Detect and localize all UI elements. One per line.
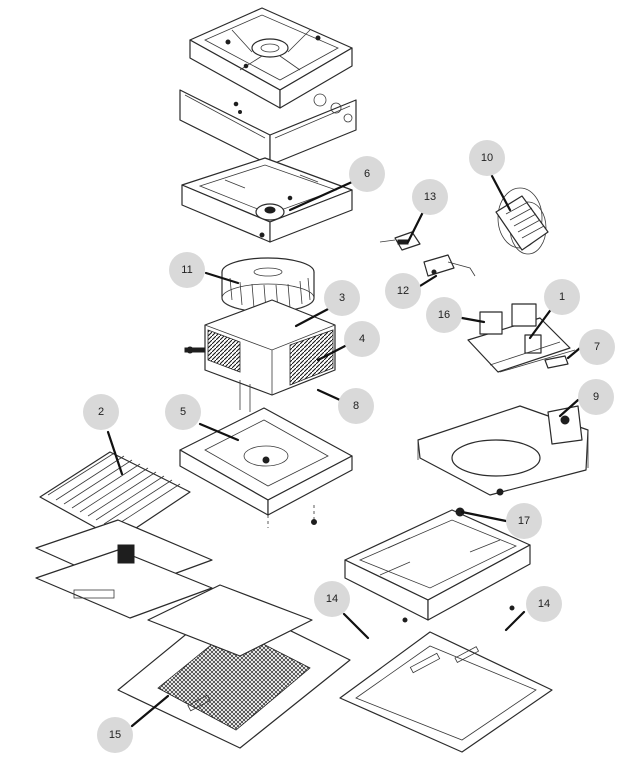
leader-17 [460,510,508,523]
callout-11: 11 [169,252,205,288]
callout-5: 5 [165,394,201,430]
callout-10: 10 [469,140,505,176]
callout-label: 15 [109,729,121,741]
callout-label: 3 [339,292,345,304]
decoration-panel [339,631,553,753]
callout-label: 12 [397,285,409,297]
callout-16: 16 [426,297,462,333]
leader-14b [504,610,526,632]
callout-label: 17 [518,515,530,527]
callout-label: 10 [481,152,493,164]
callout-label: 9 [593,391,599,403]
callout-label: 11 [181,264,192,276]
leader-10 [490,174,512,212]
fan-wheel [221,257,315,313]
callout-3: 3 [324,280,360,316]
motor-housing [181,157,353,243]
callout-label: 6 [364,168,370,180]
callout-label: 5 [180,406,186,418]
leader-13 [406,208,426,244]
callout-1: 1 [544,279,580,315]
callout-label: 14 [326,593,338,605]
callout-label: 13 [424,191,436,203]
leader-5 [198,422,240,442]
callout-4: 4 [344,321,380,357]
leader-4 [316,343,349,362]
callout-6: 6 [349,156,385,192]
callout-7: 7 [579,329,615,365]
leader-3 [294,306,332,328]
callout-14b: 14 [526,586,562,622]
callout-label: 1 [559,291,565,303]
leader-14a [342,612,370,640]
callout-label: 14 [538,598,550,610]
leader-7 [566,346,582,360]
callout-14a: 14 [314,581,350,617]
air-filter [35,451,213,619]
leader-9 [558,398,580,418]
leader-8 [316,388,342,402]
callout-8: 8 [338,388,374,424]
leader-16 [460,316,486,324]
drain-pan [179,407,353,528]
panel-chassis [417,405,589,496]
callout-label: 7 [594,341,600,353]
leader-lines [106,174,582,728]
sensor-clips [379,231,476,277]
callout-label: 4 [359,333,365,345]
leader-2 [106,430,124,476]
leader-15 [130,694,170,728]
leader-11 [204,271,240,285]
callout-label: 8 [353,400,359,412]
callout-2: 2 [83,394,119,430]
callout-label: 16 [438,309,450,321]
callout-17: 17 [506,503,542,539]
top-casing [179,7,357,166]
callout-12: 12 [385,273,421,309]
grille-panel [117,584,351,749]
leader-6 [288,180,354,212]
callout-9: 9 [578,379,614,415]
callout-label: 2 [98,406,104,418]
control-board [467,303,576,373]
leader-1 [528,306,554,340]
panel-frame [344,507,531,623]
leader-12 [418,274,438,288]
callout-15: 15 [97,717,133,753]
callout-13: 13 [412,179,448,215]
